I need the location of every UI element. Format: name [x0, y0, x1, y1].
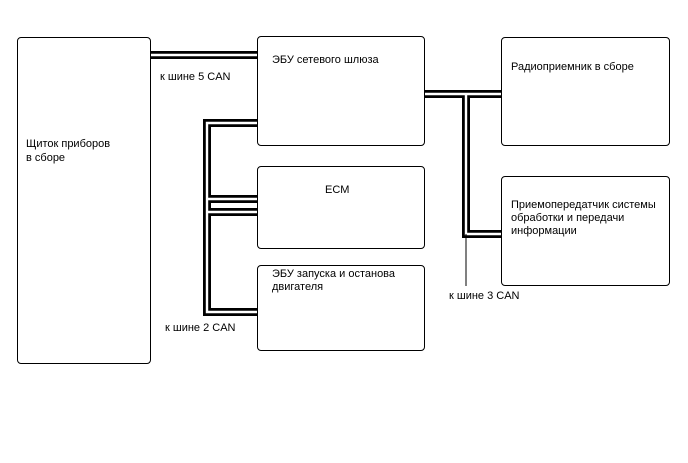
stop-start-ecu-label-1: ЭБУ запуска и останова — [272, 268, 396, 280]
gateway-ecu-label: ЭБУ сетевого шлюза — [272, 54, 379, 66]
instrument-cluster-box — [17, 37, 151, 364]
can2-bus-label: к шине 2 CAN — [165, 322, 236, 334]
radio-label: Радиоприемник в сборе — [511, 61, 634, 73]
instrument-cluster-label-1: Щиток приборов — [26, 138, 111, 150]
telematics-label-1: Приемопередатчик системы — [511, 199, 656, 211]
gateway-ecu-box — [257, 36, 425, 146]
can3-bus-line — [424, 90, 502, 286]
stop-start-ecu-label-2: двигателя — [272, 281, 324, 293]
telematics-box — [501, 176, 670, 286]
telematics-label-2: обработки и передачи — [511, 212, 625, 224]
ecm-box — [257, 166, 425, 249]
ecm-label: ECM — [325, 184, 350, 196]
radio-box — [501, 37, 670, 146]
instrument-cluster-label-2: в сборе — [26, 152, 66, 164]
stop-start-ecu-box — [257, 265, 425, 351]
telematics-label-3: информации — [511, 225, 577, 237]
can2-bus-line — [203, 119, 258, 316]
can5-bus-label: к шине 5 CAN — [160, 71, 231, 83]
can3-bus-label: к шине 3 CAN — [449, 290, 520, 302]
